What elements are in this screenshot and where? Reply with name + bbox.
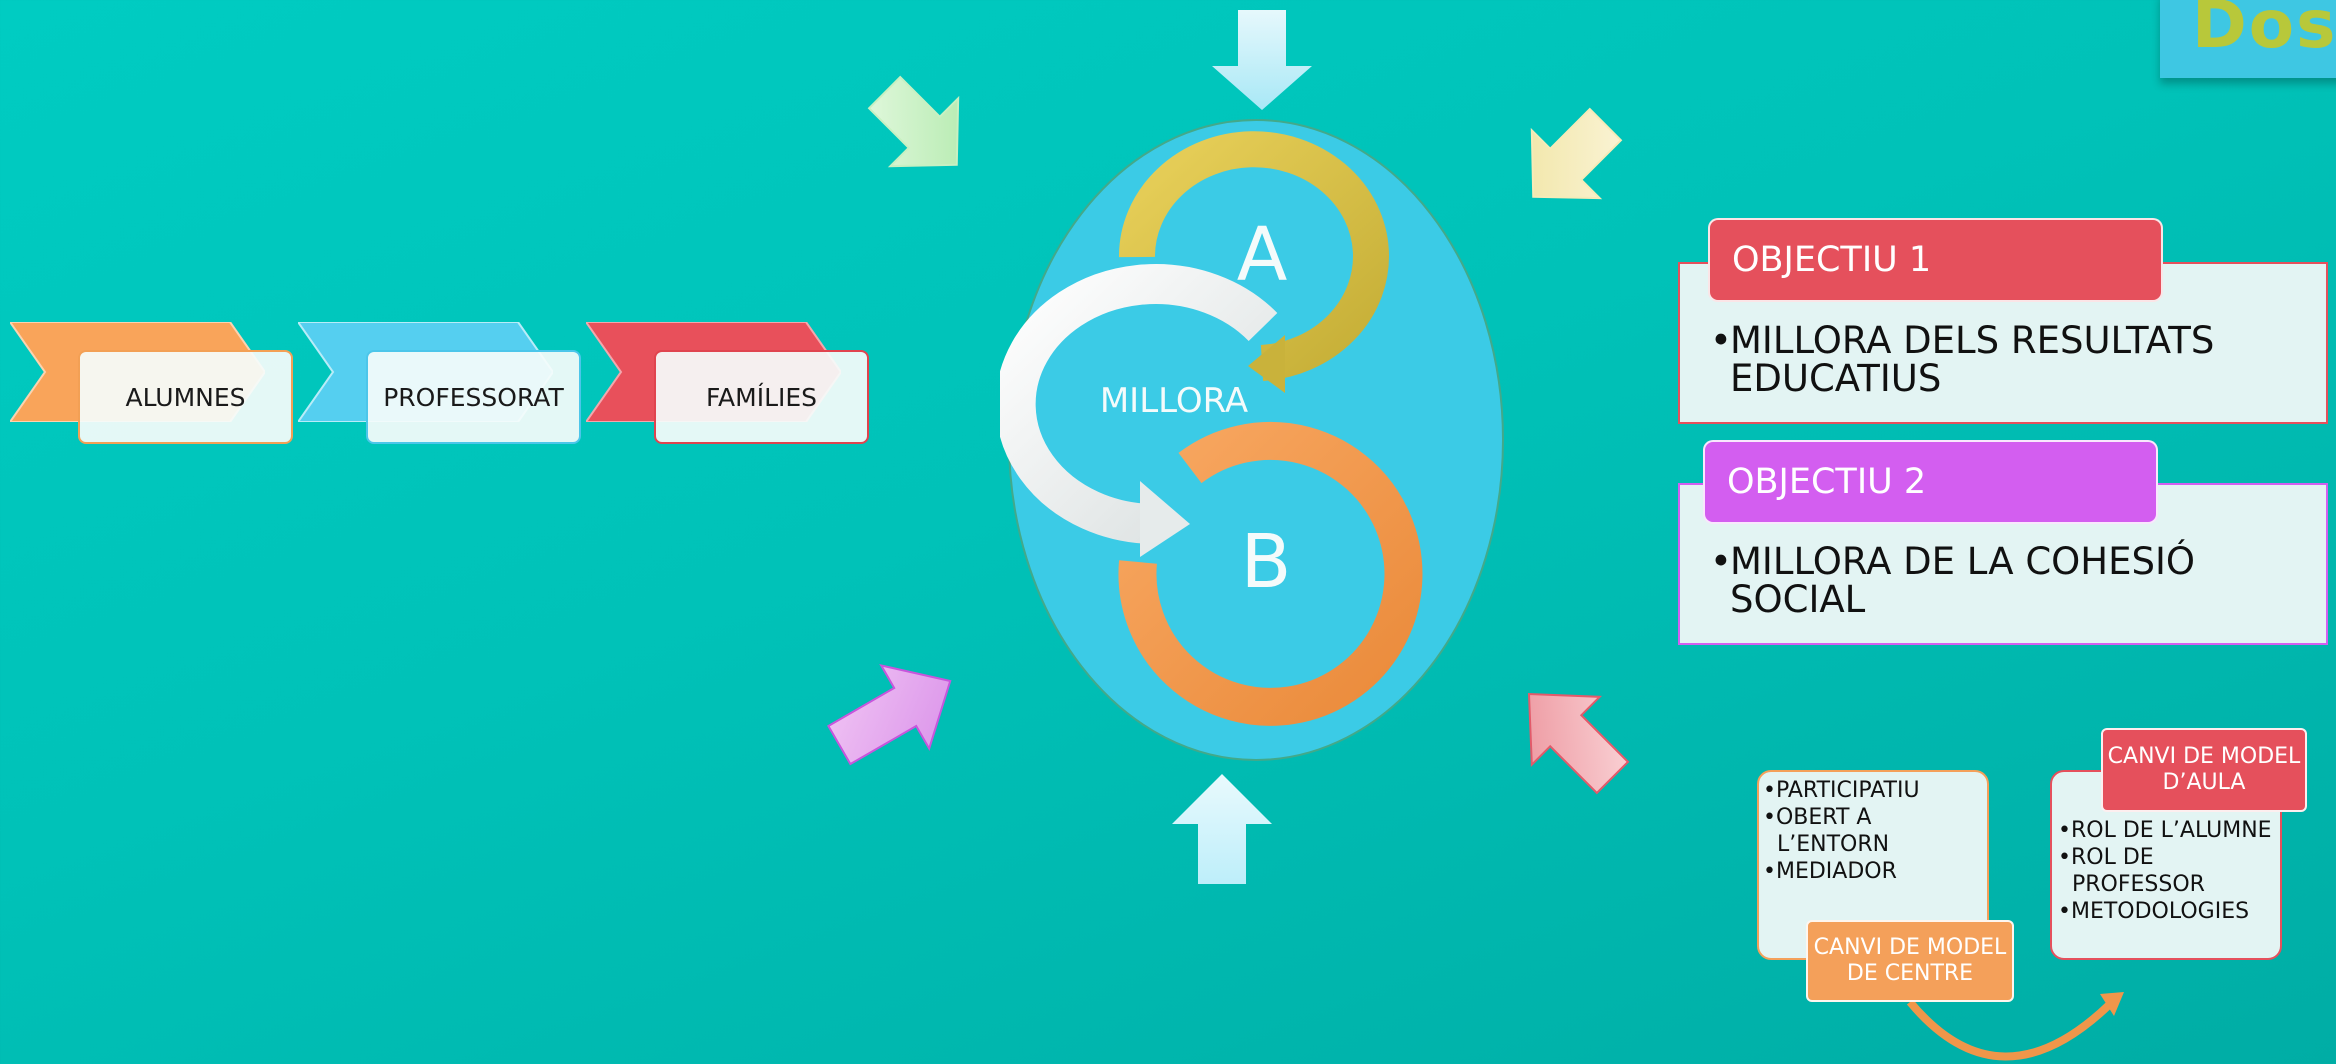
- list-item: PROFESSOR: [2058, 872, 2205, 897]
- bullet-icon: •: [1710, 540, 1732, 583]
- arc-millora-arrowhead: [1140, 481, 1190, 557]
- aula-model-label-text: CANVI DE MODEL D’AULA: [2107, 744, 2301, 795]
- stakeholder-label: ALUMNES: [125, 382, 246, 412]
- list-item: •PARTICIPATIU: [1763, 778, 1920, 803]
- centre-model-label-text: CANVI DE MODEL DE CENTRE: [1813, 935, 2007, 986]
- chevron-alumnes: ALUMNES: [10, 322, 293, 444]
- stakeholder-card: FAMÍLIES: [654, 350, 869, 444]
- objective-1-text: MILLORA DELS RESULTATS EDUCATIUS: [1730, 319, 2215, 400]
- objective-1-header: OBJECTIU 1: [1708, 218, 2163, 302]
- centre-model-label: CANVI DE MODEL DE CENTRE: [1806, 920, 2014, 1002]
- centre-model-list: •PARTICIPATIU •OBERT A L’ENTORN •MEDIADO…: [1763, 777, 1920, 885]
- arc-b-shape: [1118, 421, 1423, 726]
- aula-model-label: CANVI DE MODEL D’AULA: [2101, 728, 2307, 812]
- arc-millora-shape: [1000, 264, 1278, 544]
- objective-2-text: MILLORA DE LA COHESIÓ SOCIAL: [1730, 540, 2195, 621]
- chevron-families: FAMÍLIES: [586, 322, 869, 444]
- arrow-down-icon: [1212, 10, 1312, 110]
- objective-2-item: • MILLORA DE LA COHESIÓ SOCIAL: [1710, 540, 2290, 621]
- logo-badge: Dos: [2160, 0, 2336, 78]
- cycle-letter-b: B: [1241, 519, 1292, 605]
- arrow-up-right-icon: [827, 663, 952, 766]
- arc-a-shape: [1118, 131, 1389, 381]
- list-item: •METODOLOGIES: [2058, 899, 2250, 924]
- arrow-up-icon: [1172, 774, 1272, 884]
- arrow-up-left-icon: [1527, 692, 1630, 795]
- list-item: •ROL DE L’ALUMNE: [2058, 818, 2272, 843]
- improvement-cycle: A MILLORA B: [1000, 119, 1504, 761]
- arrow-down-right-icon: [867, 75, 960, 168]
- connector-arrow-icon: [1906, 992, 2124, 1061]
- cycle-center-label: MILLORA: [1100, 381, 1248, 421]
- arc-a-arrowhead: [1248, 335, 1285, 393]
- list-item: •MEDIADOR: [1763, 859, 1897, 884]
- logo-text: Dos: [2192, 0, 2336, 63]
- stakeholder-card: PROFESSORAT: [366, 350, 581, 444]
- list-item: •ROL DE: [2058, 845, 2154, 870]
- stakeholder-label: PROFESSORAT: [383, 382, 564, 412]
- stakeholder-label: FAMÍLIES: [705, 382, 818, 412]
- objective-1-item: • MILLORA DELS RESULTATS EDUCATIUS: [1710, 319, 2290, 400]
- cycle-letter-a: A: [1237, 212, 1288, 298]
- list-item: L’ENTORN: [1763, 832, 1890, 857]
- stakeholder-card: ALUMNES: [78, 350, 293, 444]
- objective-1-title: OBJECTIU 1: [1732, 240, 1932, 280]
- objective-2-title: OBJECTIU 2: [1727, 462, 1927, 502]
- arrow-down-left-icon: [1530, 107, 1623, 200]
- bullet-icon: •: [1710, 319, 1732, 362]
- list-item: •OBERT A: [1763, 805, 1872, 830]
- objective-2-header: OBJECTIU 2: [1703, 440, 2158, 524]
- aula-model-list: •ROL DE L’ALUMNE •ROL DE PROFESSOR •METO…: [2058, 817, 2272, 925]
- chevron-professorat: PROFESSORAT: [298, 322, 581, 444]
